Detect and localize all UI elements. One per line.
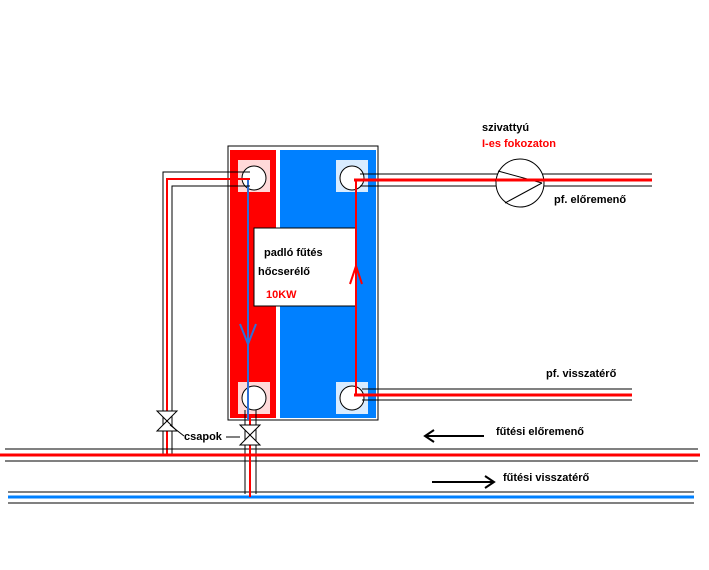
pump-label: szivattyú xyxy=(482,122,530,134)
port-top-right xyxy=(339,165,365,191)
valve-icon xyxy=(238,424,262,446)
heating-return-label: fűtési visszatérő xyxy=(503,472,590,484)
exchanger-cold-side xyxy=(280,150,376,418)
primary-flow-arrow xyxy=(239,180,257,420)
floor-supply-label: pf. előremenő xyxy=(554,194,627,206)
port-bottom-right xyxy=(339,385,365,411)
secondary-flow-arrow xyxy=(349,180,363,396)
exchanger-power-label: 10KW xyxy=(266,289,297,301)
heating-supply-label: fűtési előremenő xyxy=(496,426,585,438)
floor-return-label: pf. visszatérő xyxy=(546,368,617,380)
floor-return-pipe xyxy=(354,388,632,401)
primary-supply-pipe xyxy=(162,171,250,455)
exchanger-title-line1: padló fűtés xyxy=(264,247,323,259)
valve-leader-line xyxy=(169,424,185,437)
heating-supply-main xyxy=(0,448,700,462)
primary-return-pipe xyxy=(244,410,257,494)
exchanger-hot-side xyxy=(230,150,276,418)
valves-label: csapok xyxy=(184,431,222,443)
pump-stage-label: I-es fokozaton xyxy=(482,138,556,150)
exchanger-title-line2: hőcserélő xyxy=(258,266,310,278)
heating-return-arrow xyxy=(432,475,496,489)
port-bottom-left xyxy=(241,385,267,411)
heating-return-main xyxy=(8,491,694,504)
heating-supply-arrow xyxy=(423,429,484,443)
pump-icon xyxy=(495,158,545,208)
